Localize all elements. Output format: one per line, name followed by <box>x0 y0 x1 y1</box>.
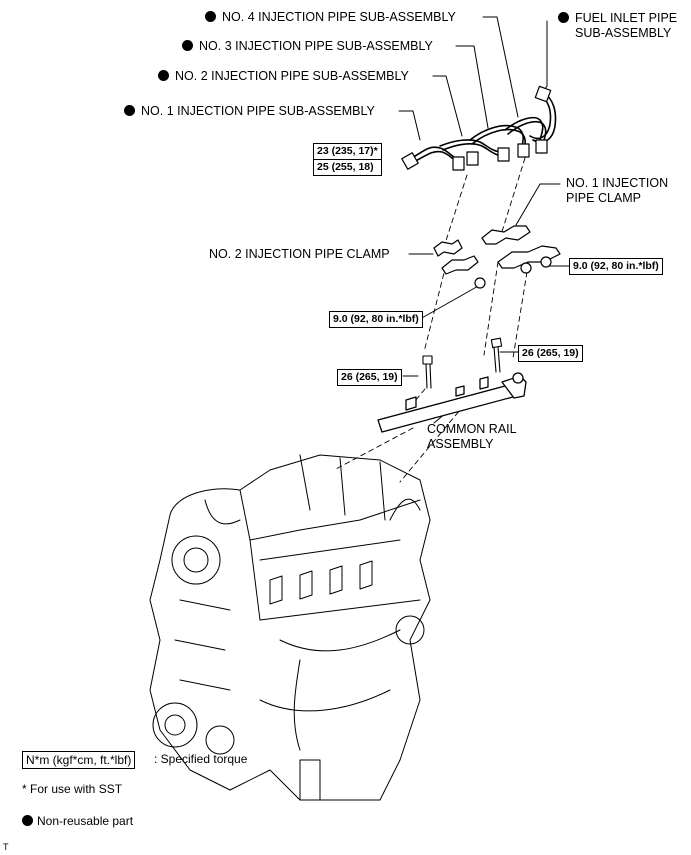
torque-box-clamp-right: 9.0 (92, 80 in.*lbf) <box>569 258 663 275</box>
pipe3-label: NO. 3 INJECTION PIPE SUB-ASSEMBLY <box>182 39 433 54</box>
nonreusable-dot-icon <box>158 70 169 81</box>
clamp1-label: NO. 1 INJECTION PIPE CLAMP <box>566 176 669 205</box>
nonreusable-dot-icon <box>205 11 216 22</box>
torque-box-clamp-left: 9.0 (92, 80 in.*lbf) <box>329 311 423 328</box>
nonreusable-dot-icon <box>124 105 135 116</box>
clamps <box>433 225 561 289</box>
common-rail-label: COMMON RAIL ASSEMBLY <box>427 422 517 451</box>
pipe4-label: NO. 4 INJECTION PIPE SUB-ASSEMBLY <box>205 10 456 25</box>
fuel-inlet-label: FUEL INLET PIPE SUB-ASSEMBLY <box>558 11 677 41</box>
nonreusable-dot-icon <box>22 815 33 826</box>
common-rail <box>377 372 527 433</box>
pipe1-label: NO. 1 INJECTION PIPE SUB-ASSEMBLY <box>124 104 375 119</box>
legend-unit-box: N*m (kgf*cm, ft.*lbf) <box>22 751 136 769</box>
bolts <box>422 337 503 389</box>
legend-unit-desc: : Specified torque <box>154 752 248 766</box>
legend-sst-note: * For use with SST <box>22 782 123 796</box>
nonreusable-dot-icon <box>558 12 569 23</box>
nonreusable-dot-icon <box>182 40 193 51</box>
torque-box-pipe: 23 (235, 17)* 25 (255, 18) <box>313 143 382 176</box>
torque-box-bolt-right: 26 (265, 19) <box>518 345 583 362</box>
engine-block <box>149 454 431 801</box>
leader-lines <box>398 16 571 424</box>
pipe-nuts <box>401 85 552 171</box>
legend-nonreusable: Non-reusable part <box>22 814 133 829</box>
pipe2-label: NO. 2 INJECTION PIPE SUB-ASSEMBLY <box>158 69 409 84</box>
clamp2-label: NO. 2 INJECTION PIPE CLAMP <box>209 247 390 261</box>
corner-mark: T <box>3 842 9 852</box>
torque-box-bolt-left: 26 (265, 19) <box>337 369 402 386</box>
